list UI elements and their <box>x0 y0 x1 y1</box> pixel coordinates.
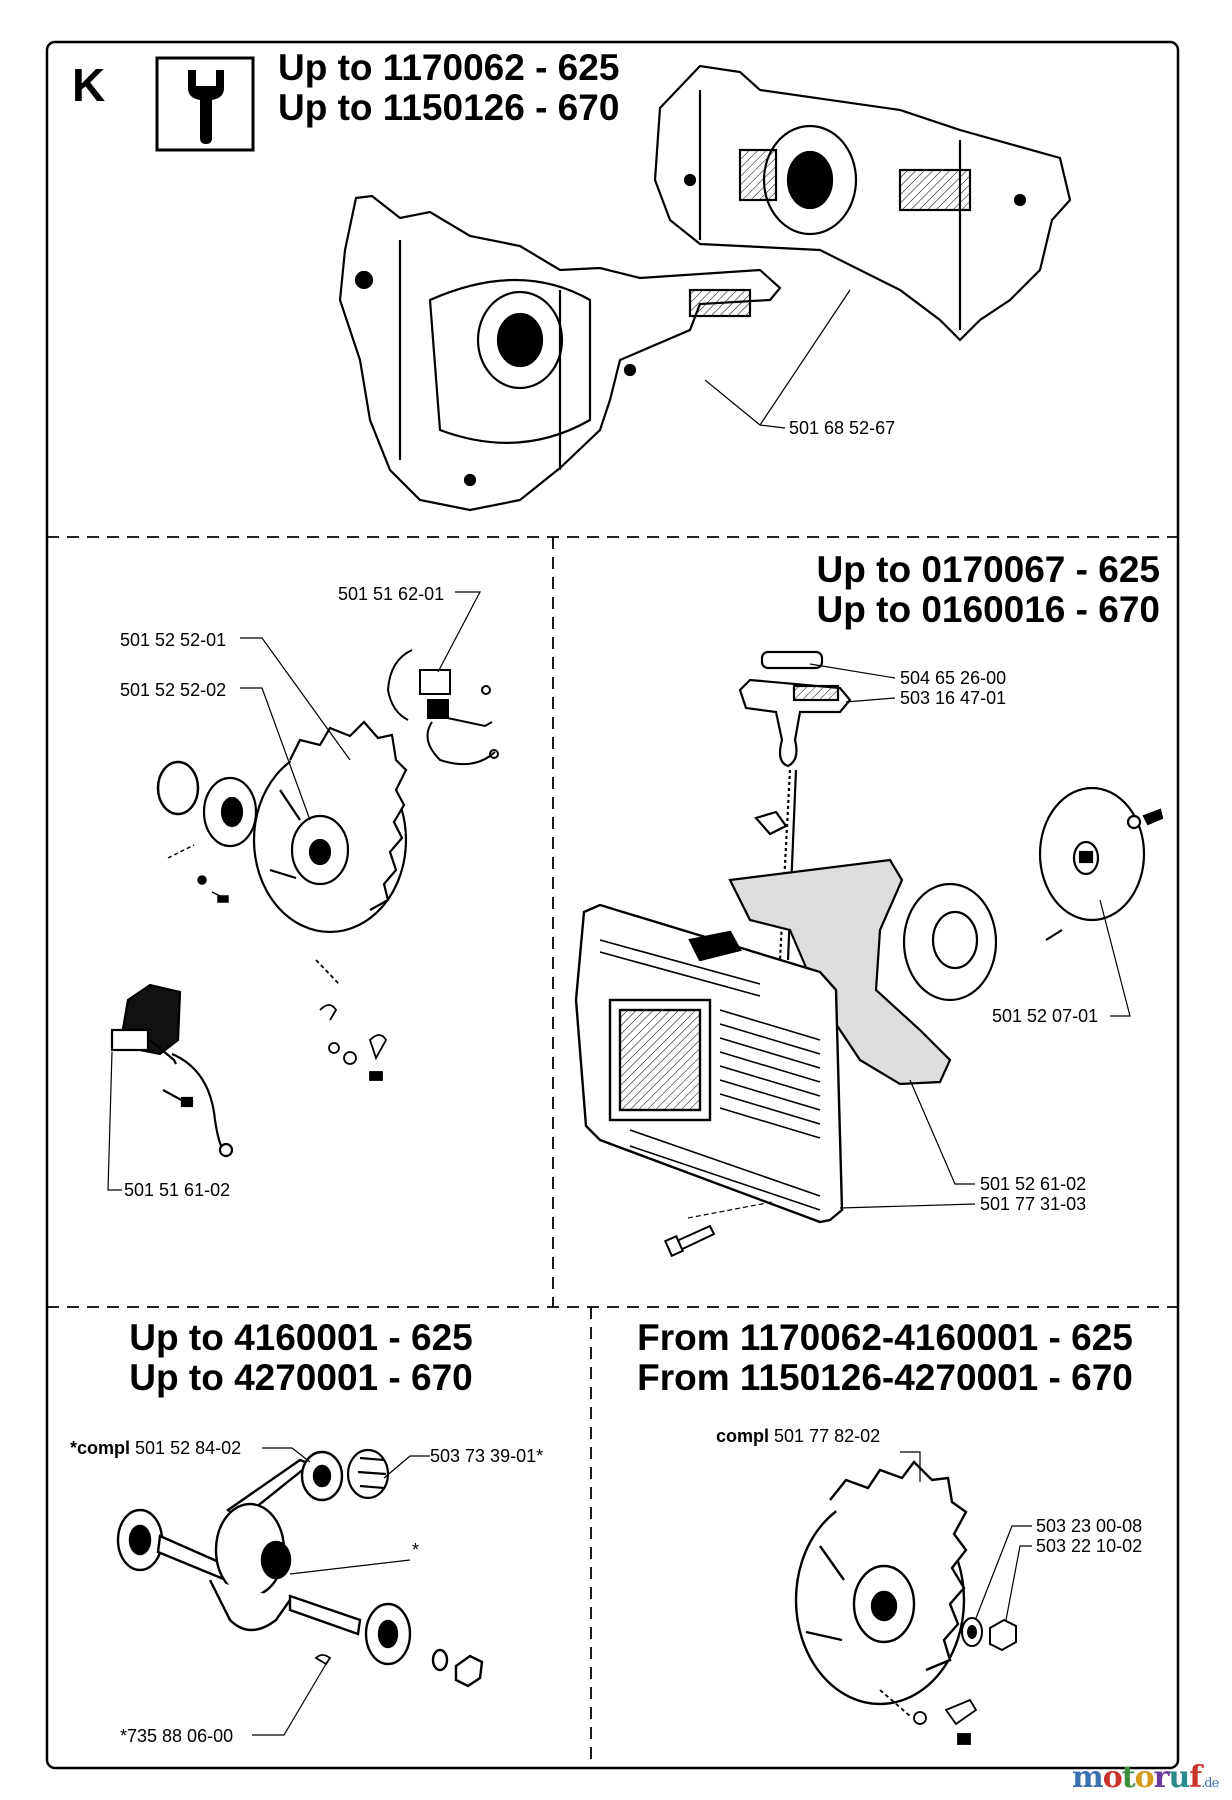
leader-crankcase-left <box>704 379 761 426</box>
compl-prefix-crankshaft: *compl <box>70 1438 131 1458</box>
part-label-nut: 503 22 10-02 <box>1036 1536 1143 1556</box>
leader-bracket <box>909 1079 975 1185</box>
part-label-handle-insert: 504 65 26-00 <box>900 668 1007 688</box>
crankshaft-heading-line-2: Up to 4270001 - 670 <box>129 1357 473 1398</box>
part-label-bracket: 501 52 61-02 <box>980 1174 1087 1194</box>
crankcase-heading-line-1: Up to 1170062 - 625 <box>278 47 620 88</box>
part-label-asterisk: * <box>412 1540 420 1560</box>
starter-heading-line-2: Up to 0160016 - 670 <box>816 589 1160 630</box>
motoruf-logo: motoruf.de <box>1072 1760 1219 1795</box>
wrench-icon <box>155 56 255 152</box>
part-label-wire: 501 51 62-01 <box>338 584 445 604</box>
leader-crankcase <box>758 289 851 429</box>
compl-number-flywheel: 501 77 82-02 <box>774 1426 881 1446</box>
page-border <box>45 40 1180 1770</box>
page-letter: K <box>72 59 106 111</box>
starter-bracket-drawing <box>728 858 952 1086</box>
flywheel-new-heading-line-1: From 1170062-4160001 - 625 <box>637 1317 1133 1358</box>
leader-flywheel <box>240 637 351 761</box>
compl-number-crankshaft: 501 52 84-02 <box>135 1438 242 1458</box>
flywheel-new-heading-line-2: From 1150126-4270001 - 670 <box>637 1357 1133 1398</box>
crankcase-right-half-drawing <box>653 64 1072 342</box>
part-label-bearing: 503 73 39-01* <box>430 1446 544 1466</box>
leader-screw-axis <box>687 1201 773 1219</box>
flywheel-new-small-parts-drawing <box>879 1689 978 1745</box>
leader-handle-insert <box>809 663 896 679</box>
key-drawing <box>314 1654 332 1666</box>
crankcase-left-half-drawing <box>338 194 782 512</box>
part-label-flywheel: 501 52 52-01 <box>120 630 227 650</box>
ignition-module-drawing <box>110 983 234 1158</box>
leader-washer <box>975 1525 1032 1619</box>
part-label-cover: 501 77 31-03 <box>980 1194 1087 1214</box>
flywheel-plate-drawing <box>202 776 258 848</box>
leader-handle <box>845 697 896 703</box>
leader-bearing <box>383 1455 430 1479</box>
washer-nut-drawing <box>961 1617 1017 1652</box>
leader-asterisk <box>289 1559 411 1575</box>
compl-prefix-flywheel: compl <box>716 1426 770 1446</box>
part-label-washer: 503 23 00-08 <box>1036 1516 1143 1536</box>
starter-heading-line-1: Up to 0170067 - 625 <box>816 549 1160 590</box>
part-label-crankshaft-compl: *compl 501 52 84-02 <box>70 1438 241 1458</box>
leader-module <box>107 1051 122 1191</box>
leader-pulley <box>1099 899 1131 1017</box>
crankcase-heading-line-2: Up to 1150126 - 670 <box>278 87 620 128</box>
leader-nut <box>1005 1545 1032 1621</box>
screws-drawing <box>167 844 229 903</box>
leader-key <box>252 1663 327 1736</box>
flywheel-drawing <box>252 720 408 934</box>
starter-handle-drawing <box>738 650 852 961</box>
wire-assembly-drawing <box>386 649 499 766</box>
crankshaft-drawing <box>116 1450 484 1688</box>
starter-screw-drawing <box>663 1224 716 1258</box>
leader-seal <box>240 687 311 821</box>
switch-parts-drawing <box>315 959 388 1081</box>
leader-wire <box>437 591 481 673</box>
part-label-pulley: 501 52 07-01 <box>992 1006 1099 1026</box>
part-label-module: 501 51 61-02 <box>124 1180 231 1200</box>
seal-ring-drawing <box>156 760 200 816</box>
leader-compl-crankshaft <box>262 1447 311 1463</box>
part-label-seal: 501 52 52-02 <box>120 680 227 700</box>
leader-compl-flywheel <box>900 1451 921 1482</box>
crankshaft-heading-line-1: Up to 4160001 - 625 <box>129 1317 473 1358</box>
starter-cover-drawing <box>574 903 844 1224</box>
starter-pulley-drawing <box>902 786 1164 1002</box>
part-label-key: *735 88 06-00 <box>120 1726 234 1746</box>
part-label-handle: 503 16 47-01 <box>900 688 1007 708</box>
needle-bearing-drawing <box>346 1448 390 1500</box>
part-label-crankcase: 501 68 52-67 <box>789 418 896 438</box>
flywheel-new-drawing <box>794 1460 968 1706</box>
leader-cover <box>839 1203 976 1209</box>
part-label-flywheel-compl: compl 501 77 82-02 <box>716 1426 880 1446</box>
